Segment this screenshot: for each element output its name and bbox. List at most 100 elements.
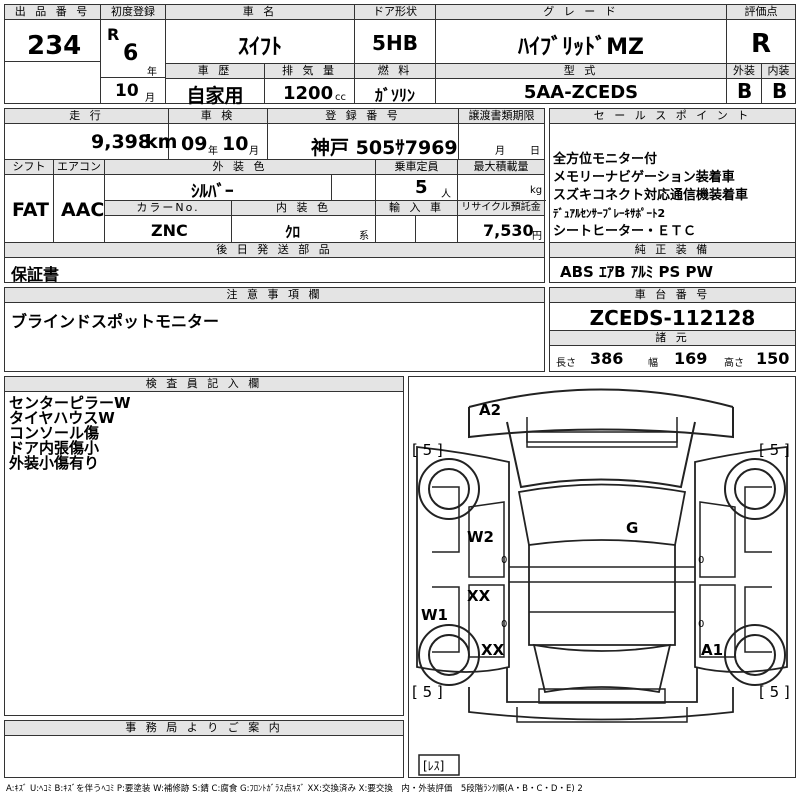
displacement-value: 1200: [283, 83, 334, 104]
chassis-value: ZCEDS-112128: [589, 306, 756, 330]
load-label: 最大積載量: [458, 160, 544, 175]
history-label: 車 歴: [166, 64, 264, 79]
load-unit: kg: [530, 185, 543, 196]
exterior-value: B: [737, 79, 753, 103]
inspector-note: センターピラーW: [9, 394, 131, 412]
inspector-section: 検 査 員 記 入 欄 センターピラーW タイヤハウスW コンソール傷 ドア内張…: [4, 376, 404, 716]
zero-mark: 0: [698, 619, 704, 630]
fuel-label: 燃 料: [355, 64, 435, 79]
mark-w2: W2: [467, 528, 494, 546]
score-value: R: [750, 29, 772, 59]
inspector-note: 外装小傷有り: [9, 454, 100, 472]
inspection-year: 09: [181, 133, 208, 155]
month-unit: 月: [145, 93, 155, 104]
year-value: 6: [123, 41, 139, 66]
displacement-unit: cc: [335, 92, 346, 103]
spare-tire-label: [ﾚｽ]: [423, 759, 444, 773]
caution-section: 注 意 事 項 欄 ブラインドスポットモニター: [4, 287, 545, 372]
length-label: 長さ: [556, 358, 576, 369]
spare-tire-box: [418, 754, 460, 776]
grade-label: グ レ ー ド: [436, 5, 726, 20]
left-side-outline: [416, 445, 510, 673]
exterior-label: 外装: [727, 64, 761, 79]
tire-rear-right: [ 5 ]: [759, 683, 790, 701]
score-cell: 評価点 R 外装 内装 B B: [727, 5, 795, 103]
recycle-label: リサイクル預託金: [458, 201, 544, 216]
spec-label: 諸 元: [550, 331, 795, 346]
displacement-label: 排 気 量: [265, 64, 354, 79]
transfer-month-unit: 月: [495, 146, 505, 157]
inspection-label: 車 検: [169, 109, 267, 124]
displacement-cell: 排 気 量 1200 cc: [265, 64, 354, 104]
windshield: [517, 483, 687, 547]
lot-cell: 出 品 番 号 234: [5, 5, 100, 103]
office-label: 事 務 局 よ り ご 案 内: [5, 721, 403, 736]
history-cell: 車 歴 自家用: [166, 64, 264, 107]
sales-points-section: セ ー ル ス ポ イ ン ト 全方位モニター付 メモリーナビゲーション装着車 …: [549, 108, 796, 283]
ac-value: AAC: [61, 199, 105, 221]
grade-value: ﾊｲﾌﾞﾘｯﾄﾞMZ: [518, 35, 644, 60]
transfer-day-unit: 日: [530, 146, 540, 157]
office-section: 事 務 局 よ り ご 案 内: [4, 720, 404, 778]
score-label: 評価点: [727, 5, 795, 20]
tire-rear-left: [ 5 ]: [412, 683, 443, 701]
import-label: 輸 入 車: [376, 201, 457, 216]
header-section: 出 品 番 号 234 初度登録 R 6 年 10 月 車 名 ｽｲﾌﾄ ドア形…: [4, 4, 796, 107]
front-bumper-outline: [468, 388, 734, 408]
interior-label: 内装: [762, 64, 795, 79]
front-left-wheel: [418, 458, 480, 520]
color-no-label: カラーNo.: [105, 201, 231, 216]
caution-label: 注 意 事 項 欄: [5, 288, 544, 303]
mileage-unit: km: [145, 131, 178, 153]
model-value: 5AA-ZCEDS: [523, 82, 639, 103]
mark-xx-1: XX: [467, 587, 491, 605]
int-color-value: ｸﾛ: [285, 223, 301, 241]
vehicle-info-section: 走 行 車 検 登 録 番 号 譲渡書類期限 9,398 km 09 年 10 …: [4, 108, 546, 284]
height-label: 高さ: [724, 358, 744, 369]
inspector-note: タイヤハウスW: [9, 409, 115, 427]
capacity-unit: 人: [441, 189, 451, 200]
inspector-notes: センターピラーW タイヤハウスW コンソール傷 ドア内張傷小 外装小傷有り: [9, 396, 131, 471]
sales-point-list: 全方位モニター付 メモリーナビゲーション装着車 スズキコネクト対応通信機装着車 …: [553, 151, 748, 241]
model-cell: 型 式 5AA-ZCEDS: [436, 64, 726, 104]
int-color-label: 内 装 色: [232, 201, 375, 216]
first-registration-cell: 初度登録 R 6 年 10 月: [101, 5, 165, 104]
month-value: 10: [115, 81, 139, 101]
color-value: ｼﾙﾊﾞｰ: [191, 182, 234, 202]
width-label: 幅: [648, 358, 658, 369]
rear-bumper-outline: [468, 687, 734, 721]
mark-w1: W1: [421, 606, 448, 624]
sales-label: セ ー ル ス ポ イ ン ト: [550, 109, 795, 124]
later-parts-value: 保証書: [11, 265, 60, 284]
capacity-value: 5: [415, 177, 428, 198]
equip-value: ABS ｴｱB ｱﾙﾐ PS PW: [560, 263, 714, 281]
ac-label: エアコン: [54, 160, 104, 175]
tire-front-right: [ 5 ]: [759, 441, 790, 459]
lot-label: 出 品 番 号: [5, 5, 100, 20]
car-diagram: A2 G W2 XX W1 XX A1 [ 5 ] [ 5 ] [ 5 ] [ …: [412, 388, 790, 776]
inspector-note: コンソール傷: [9, 424, 100, 442]
car-name-label: 車 名: [166, 5, 354, 20]
era-value: R: [107, 25, 120, 44]
zero-mark: 0: [501, 555, 507, 566]
model-label: 型 式: [436, 64, 726, 79]
recycle-unit: 円: [532, 231, 542, 242]
zero-mark: 0: [501, 619, 507, 630]
sales-point: シートヒーター・ＥＴＣ: [553, 224, 697, 239]
sales-point: メモリーナビゲーション装着車: [553, 170, 735, 185]
tire-front-left: [ 5 ]: [412, 441, 443, 459]
fuel-cell: 燃 料 ｶﾞｿﾘﾝ: [355, 64, 435, 105]
mileage-label: 走 行: [5, 109, 168, 124]
equip-label: 純 正 装 備: [550, 243, 795, 258]
transfer-label: 譲渡書類期限: [459, 109, 544, 124]
first-reg-label: 初度登録: [101, 5, 165, 20]
later-parts-label: 後 日 発 送 部 品: [5, 243, 544, 258]
chassis-label: 車 台 番 号: [550, 288, 795, 303]
shift-value: FAT: [12, 199, 49, 221]
inspection-month-unit: 月: [249, 146, 259, 157]
sales-point: ﾃﾞｭｱﾙｾﾝｻｰﾌﾞﾚｰｷｻﾎﾟｰﾄ2: [553, 207, 666, 220]
interior-value: B: [772, 79, 788, 103]
int-color-suffix: 系: [359, 231, 369, 242]
color-no-value: ZNC: [151, 221, 188, 240]
hood-outline: [506, 421, 696, 489]
